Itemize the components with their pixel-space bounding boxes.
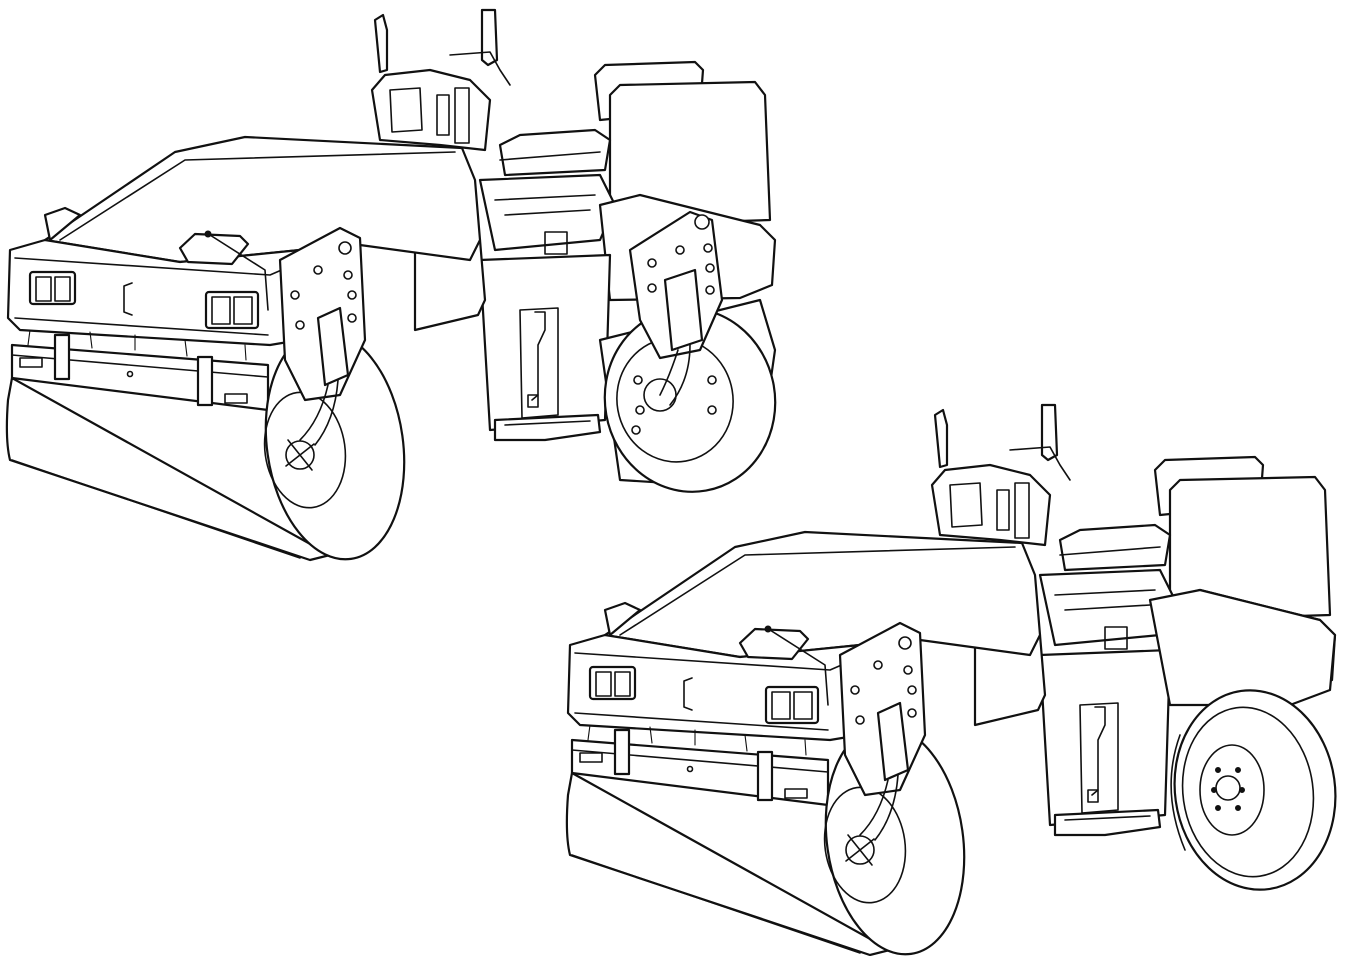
combination-roller-drawing (565, 403, 1346, 956)
rear-rubber-tire (1160, 678, 1346, 902)
tandem-roller-drawing (5, 8, 791, 570)
